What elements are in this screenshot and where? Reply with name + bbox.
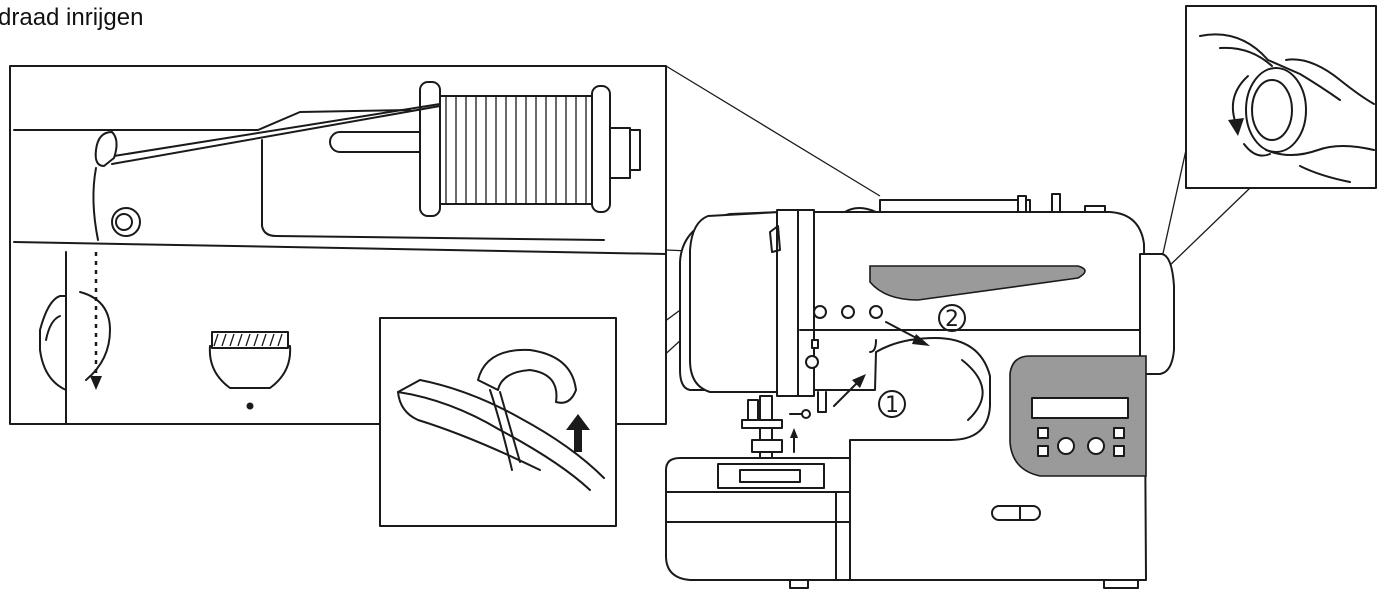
face-plate xyxy=(689,211,787,393)
page-title: draad inrijgen xyxy=(0,4,144,31)
speed-slider xyxy=(991,505,1041,521)
lcd-display xyxy=(1031,397,1129,419)
up-arrow-icon xyxy=(566,414,590,452)
step-marker-1: 1 xyxy=(885,393,899,418)
sewing-machine: 1 2 xyxy=(665,193,1175,589)
needle-assembly xyxy=(741,395,811,459)
rotation-arrow-icon xyxy=(1228,118,1244,136)
thread-spool xyxy=(419,81,631,217)
carry-handle xyxy=(869,265,1086,301)
hand-wheel xyxy=(1139,253,1175,375)
hand-wheel-inset xyxy=(1185,5,1377,189)
step-marker-2: 2 xyxy=(945,307,959,332)
stitch-dial xyxy=(208,345,292,389)
thread-guide xyxy=(94,131,118,167)
take-up-lever-inset xyxy=(379,317,617,527)
